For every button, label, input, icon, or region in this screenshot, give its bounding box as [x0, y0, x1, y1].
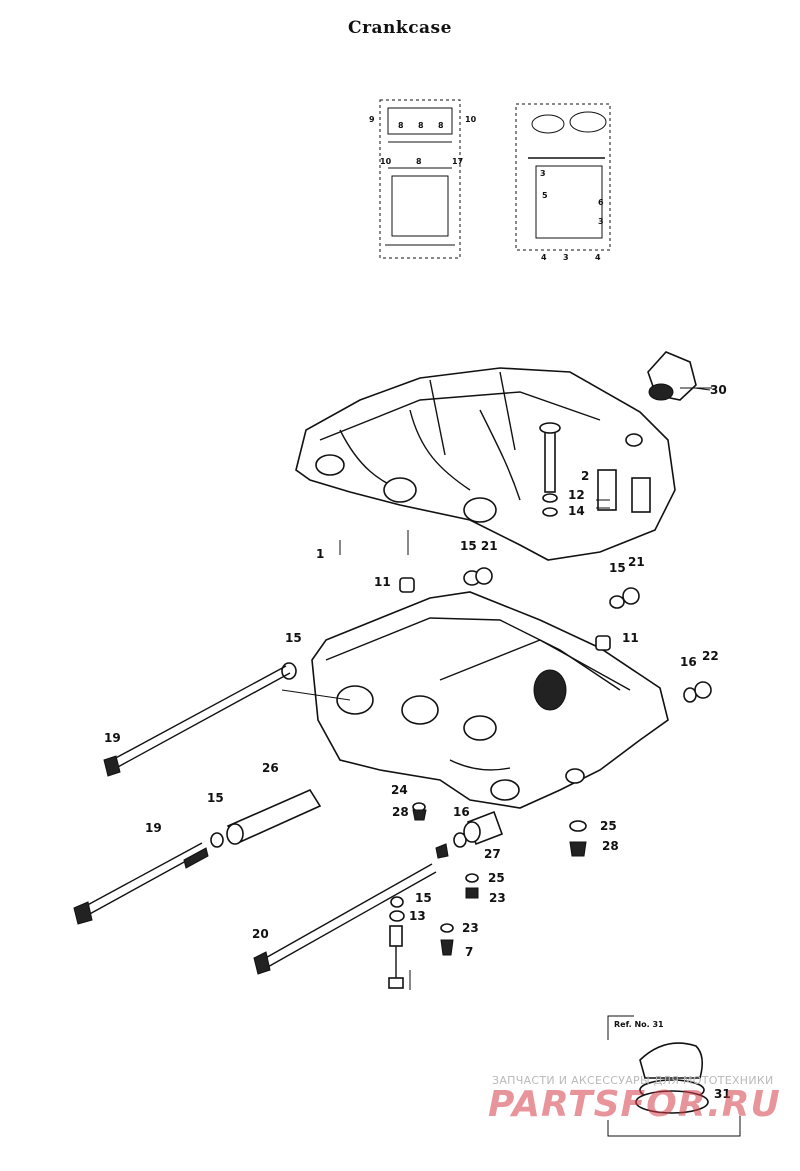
part-number-label: 16	[680, 655, 697, 669]
part-number-label: 20	[252, 927, 269, 941]
part-number-label: 15	[415, 891, 432, 905]
thumb-left-label: 10	[465, 115, 477, 124]
dowel-pin-drawing	[399, 577, 415, 593]
page-title: Crankcase	[348, 18, 452, 38]
bolt-drawings	[73, 665, 437, 989]
part-number-label: 19	[145, 821, 162, 835]
part-number-label: 2	[581, 469, 589, 483]
part-number-label: 15	[285, 631, 302, 645]
part-number-label: 23	[489, 891, 506, 905]
thumb-right-label: 3	[563, 253, 569, 262]
part-number-label: 1	[316, 547, 324, 561]
watermark-caption: ЗАПЧАСТИ И АКСЕССУАРЫ ДЛЯ МОТОТЕХНИКИ	[492, 1074, 774, 1087]
thumb-right-label: 3	[598, 217, 604, 226]
thumb-right-label: 6	[598, 198, 604, 207]
part-number-label: 23	[462, 921, 479, 935]
thumb-left-label: 8	[416, 157, 422, 166]
lower-crankcase-drawing	[311, 591, 669, 809]
thumb-right-label: 4	[595, 253, 601, 262]
part-number-label: 19	[104, 731, 121, 745]
upper-crankcase-drawing	[295, 367, 676, 561]
part-number-label: 13	[409, 909, 426, 923]
part-number-label: 31	[714, 1087, 731, 1101]
reference-number-labels: 1 2 12 14 15 21 11 15 21 11 15 16 22 30 …	[104, 383, 727, 959]
part-number-label: 15	[609, 561, 626, 575]
sleeve-drawings	[226, 788, 504, 846]
part-number-label: 26	[262, 761, 279, 775]
part-number-label: 16	[453, 805, 470, 819]
watermark-logo: PARTSFOR.RU	[488, 1084, 781, 1125]
part-number-label: 25	[488, 871, 505, 885]
thumb-left-label: 9	[369, 115, 375, 124]
leader-lines	[281, 387, 712, 990]
part-number-label: 11	[622, 631, 639, 645]
part-number-label: 12	[568, 488, 585, 502]
part-number-label: 28	[602, 839, 619, 853]
part-number-label: 27	[484, 847, 501, 861]
thumb-left-label: 8	[418, 121, 424, 130]
washer-nut-drawings	[210, 567, 712, 956]
thumbnail-top-view: 9 8 8 8 10 10 8 17	[369, 99, 477, 259]
inset-label: Ref. No. 31	[614, 1020, 664, 1029]
part-number-label: 24	[391, 783, 408, 797]
thumb-left-label: 17	[452, 157, 463, 166]
inset-ref-31: Ref. No. 31 31	[607, 1015, 741, 1137]
oil-filler-cap-drawing	[647, 351, 711, 401]
thumb-right-label: 5	[542, 191, 548, 200]
thumb-left-label: 10	[380, 157, 392, 166]
part-number-label: 14	[568, 504, 585, 518]
part-number-label: 21	[628, 555, 645, 569]
part-number-label: 22	[702, 649, 719, 663]
part-number-label: 11	[374, 575, 391, 589]
part-number-label: 15 21	[460, 539, 498, 553]
thumb-right-label: 4	[541, 253, 547, 262]
part-number-label: 30	[710, 383, 727, 397]
part-number-label: 7	[465, 945, 473, 959]
thumb-left-label: 8	[398, 121, 404, 130]
thumbnail-side-view: 3 5 6 3 4 3 4	[515, 103, 611, 262]
thumb-right-label: 3	[540, 169, 546, 178]
dowel-pin-drawing	[595, 635, 611, 651]
part-number-label: 25	[600, 819, 617, 833]
thumb-left-label: 8	[438, 121, 444, 130]
part-number-label: 28	[392, 805, 409, 819]
part-number-label: 15	[207, 791, 224, 805]
